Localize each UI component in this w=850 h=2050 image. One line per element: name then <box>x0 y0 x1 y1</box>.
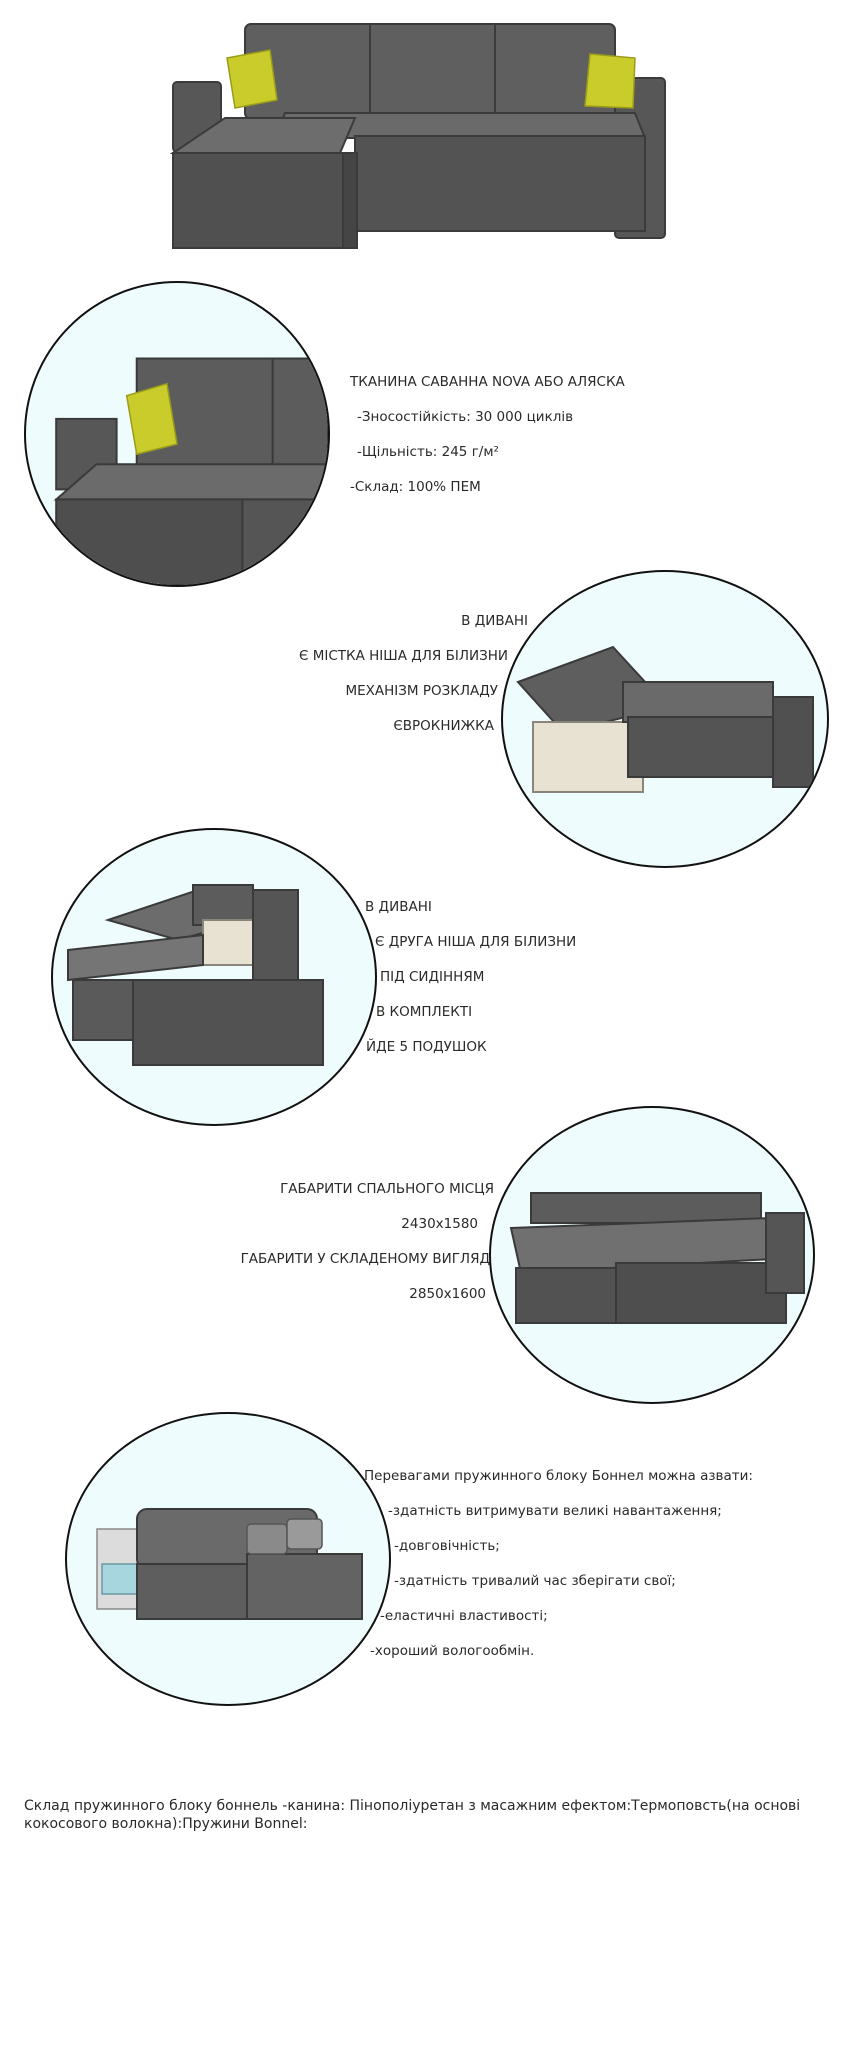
bonnel-benefits-heading: Перевагами пружинного блоку Боннел можна… <box>364 1468 753 1484</box>
bonnel-benefit-line: -здатність тривалий час зберігати свої; <box>394 1573 676 1589</box>
fabric-spec-line: -Склад: 100% ПЕМ <box>350 479 481 495</box>
dimensions-text-line: ГАБАРИТИ У СКЛАДЕНОМУ ВИГЛЯДІ <box>240 1251 494 1267</box>
second-niche-text-line: В ДИВАНІ <box>365 899 432 915</box>
hero-sofa-image <box>165 18 705 258</box>
storage-text-line: Є МІСТКА НІША ДЛЯ БІЛИЗНИ <box>299 648 508 664</box>
storage-text-line: В ДИВАНІ <box>461 613 528 629</box>
second-niche-text-line: ЙДЕ 5 ПОДУШОК <box>366 1039 487 1055</box>
dimensions-text-line: ГАБАРИТИ СПАЛЬНОГО МІСЦЯ <box>280 1181 494 1197</box>
bonnel-benefit-line: -еластичні властивості; <box>380 1608 548 1624</box>
bonnel-benefit-line: -довговічність; <box>394 1538 500 1554</box>
fabric-detail-image <box>24 281 330 587</box>
storage-text-line: МЕХАНІЗМ РОЗКЛАДУ <box>345 683 498 699</box>
bonnel-benefit-line: -здатність витримувати великі навантажен… <box>388 1503 722 1519</box>
unfolded-sofa-image <box>489 1106 815 1404</box>
bonnel-benefit-line: -хороший вологообмін. <box>370 1643 535 1659</box>
second-niche-text-line: Є ДРУГА НІША ДЛЯ БІЛИЗНИ <box>375 934 577 950</box>
storage-niche-image <box>501 570 829 868</box>
second-niche-image <box>51 828 377 1126</box>
bonnel-composition-text: Склад пружинного блоку боннель -канина: … <box>24 1798 801 1832</box>
bonnel-spring-image <box>65 1412 391 1706</box>
fabric-spec-line: -Зносостійкість: 30 000 циклів <box>357 409 574 425</box>
storage-text-line: ЄВРОКНИЖКА <box>393 718 494 734</box>
fabric-heading: ТКАНИНА САВАННА NOVA АБО АЛЯСКА <box>350 374 625 390</box>
dimensions-text-line: 2430x1580 <box>401 1216 478 1232</box>
second-niche-text-line: ПІД СИДІННЯМ <box>380 969 485 985</box>
fabric-spec-line: -Щільність: 245 г/м² <box>357 444 499 460</box>
dimensions-text-line: 2850x1600 <box>409 1286 486 1302</box>
second-niche-text-line: В КОМПЛЕКТІ <box>376 1004 473 1020</box>
